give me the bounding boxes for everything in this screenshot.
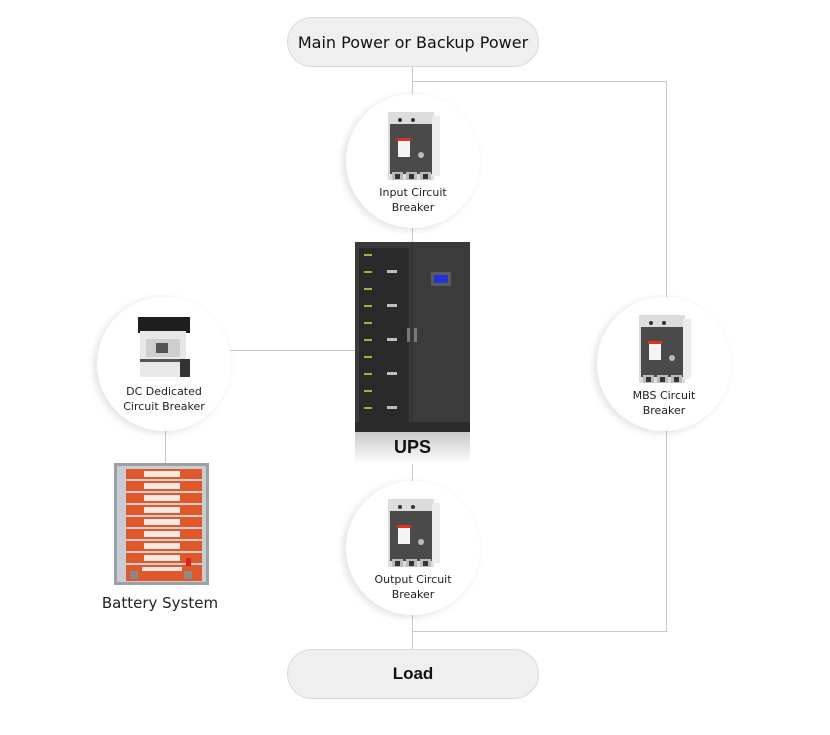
mbs-circuit-breaker-node: MBS Circuit Breaker [597,297,731,431]
connector-mbs-vertical-top [666,81,667,299]
circuit-breaker-icon [639,315,691,383]
source-main-or-backup-power: Main Power or Backup Power [287,17,539,67]
connector-mbs-to-load-bottom [412,631,667,632]
connector-battery-to-dc [165,430,166,464]
battery-system-image [114,463,209,585]
dc-dedicated-circuit-breaker-node: DC Dedicated Circuit Breaker [97,297,231,431]
output-circuit-breaker-label: Output Circuit Breaker [374,573,452,601]
circuit-breaker-icon [388,112,440,180]
connector-mbs-vertical-bottom [666,430,667,632]
ups-module-slots [364,254,397,409]
ups-label: UPS [393,437,431,457]
circuit-breaker-icon [388,499,440,567]
output-circuit-breaker-node: Output Circuit Breaker [346,481,480,615]
input-circuit-breaker-label: Input Circuit Breaker [379,186,447,214]
battery-system-label: Battery System [101,594,219,612]
connector-dc-to-ups [230,350,356,351]
battery-modules [126,469,202,563]
dc-dedicated-circuit-breaker-label: DC Dedicated Circuit Breaker [123,385,205,413]
load-label: Load [392,664,434,683]
connector-input-to-ups [412,228,413,244]
source-label: Main Power or Backup Power [297,32,529,52]
connector-source-to-mbs-top [412,81,666,82]
connector-ups-to-output [412,462,413,482]
connector-output-to-load [412,614,413,650]
ups-cabinet-image [355,242,470,464]
load-node: Load [287,649,539,699]
input-circuit-breaker-node: Input Circuit Breaker [346,94,480,228]
connector-source-to-input [412,67,413,97]
mbs-circuit-breaker-label: MBS Circuit Breaker [632,389,696,417]
dc-breaker-icon [138,317,190,377]
